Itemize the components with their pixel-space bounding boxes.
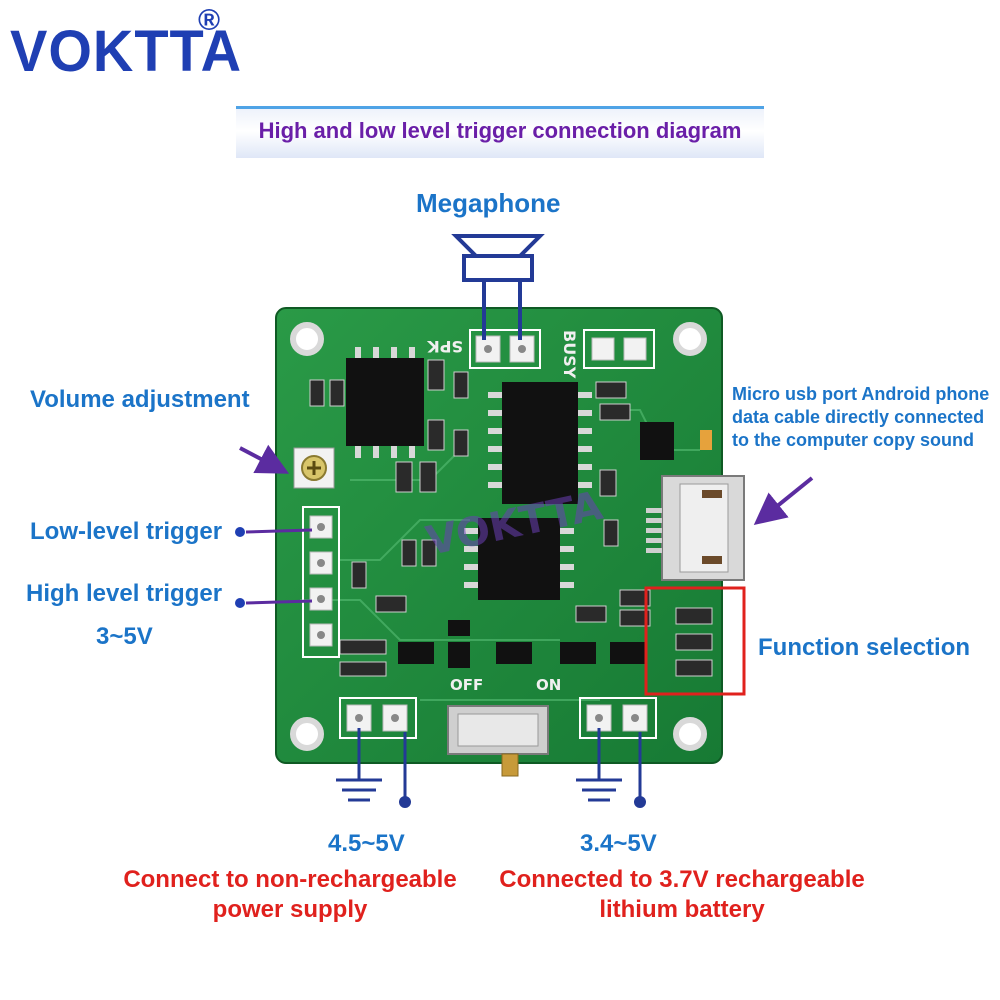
mounting-hole bbox=[673, 322, 707, 356]
spk-silkscreen: SPK bbox=[427, 337, 463, 356]
led bbox=[700, 430, 712, 450]
regulator-chip bbox=[640, 422, 674, 460]
high-trigger-wire bbox=[235, 598, 313, 608]
on-silkscreen: ON bbox=[536, 676, 561, 694]
trigger-voltage-label: 3~5V bbox=[96, 623, 153, 650]
low-trigger-label: Low-level trigger bbox=[30, 518, 223, 545]
busy-pads bbox=[583, 329, 655, 369]
busy-silkscreen: BUSY bbox=[560, 330, 579, 379]
power-pads-left bbox=[339, 697, 417, 739]
title-banner bbox=[236, 106, 764, 158]
mounting-hole bbox=[290, 717, 324, 751]
speaker-pads bbox=[469, 329, 541, 369]
brand-logo: VOKTTA bbox=[10, 17, 243, 84]
left-note-line2: power supply bbox=[212, 896, 368, 923]
usb-note-line1: Micro usb port Android phone bbox=[732, 384, 990, 404]
secondary-ic bbox=[464, 518, 574, 600]
usb-note-line3: to the computer copy sound bbox=[732, 430, 975, 450]
power-pads-right bbox=[579, 697, 657, 739]
diagram-title: High and low level trigger connection di… bbox=[258, 118, 742, 143]
megaphone-symbol bbox=[451, 234, 545, 340]
right-positive-terminal bbox=[634, 796, 646, 808]
high-trigger-label: High level trigger bbox=[26, 580, 223, 607]
volume-arrow bbox=[239, 444, 290, 474]
mounting-hole bbox=[290, 322, 324, 356]
trigger-pads bbox=[302, 506, 340, 658]
usb-arrow bbox=[753, 476, 814, 526]
registered-mark: ® bbox=[198, 4, 221, 37]
micro-usb-port bbox=[646, 475, 745, 581]
low-trigger-wire bbox=[235, 527, 313, 537]
slide-switch bbox=[447, 705, 549, 777]
left-note-line1: Connect to non-rechargeable bbox=[123, 866, 457, 893]
right-note-line2: lithium battery bbox=[599, 896, 765, 923]
megaphone-label: Megaphone bbox=[416, 188, 561, 218]
off-silkscreen: OFF bbox=[450, 676, 483, 694]
right-power-wires bbox=[576, 728, 642, 802]
function-resistors bbox=[675, 607, 713, 677]
pcb-board: SPK BUSY OFF ON VOKTTA bbox=[275, 307, 745, 777]
mounting-hole bbox=[673, 717, 707, 751]
volume-potentiometer bbox=[293, 447, 335, 489]
right-note-line1: Connected to 3.7V rechargeable bbox=[499, 866, 865, 893]
usb-note-line2: data cable directly connected bbox=[732, 407, 985, 427]
function-selection-box bbox=[644, 586, 746, 696]
sop8-chip bbox=[346, 347, 424, 458]
volume-adjustment-label: Volume adjustment bbox=[30, 386, 250, 413]
main-ic bbox=[488, 382, 592, 504]
right-voltage-label: 3.4~5V bbox=[580, 830, 657, 857]
left-voltage-label: 4.5~5V bbox=[328, 830, 405, 857]
left-power-wires bbox=[336, 728, 407, 802]
function-selection-label: Function selection bbox=[758, 634, 971, 661]
left-positive-terminal bbox=[399, 796, 411, 808]
